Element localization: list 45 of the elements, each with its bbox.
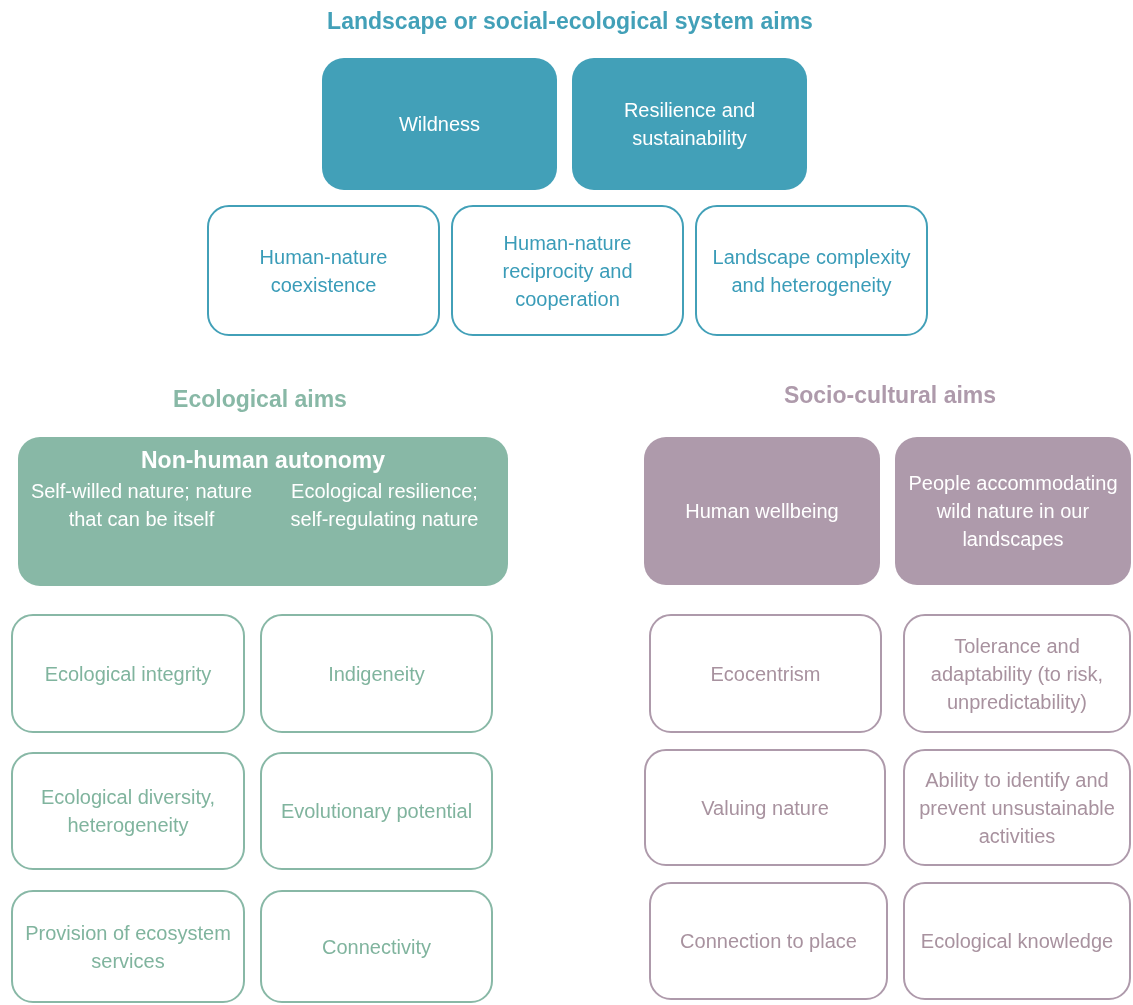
aim-outline-box <box>649 614 882 733</box>
aim-outline-box <box>644 749 886 866</box>
aim-outline-box <box>903 749 1131 866</box>
box-text: Resilience and sustainability <box>622 98 757 151</box>
aim-box <box>18 437 508 586</box>
box-text: Ecocentrism <box>710 661 821 687</box>
box-text: Tolerance and adaptability (to risk, unpredictability) <box>929 633 1105 715</box>
aim-outline-box <box>11 614 245 733</box>
aim-outline-box <box>903 882 1131 1000</box>
section-heading: Socio-cultural aims <box>782 382 998 409</box>
box-text: Wildness <box>398 112 481 137</box>
aim-outline-box <box>649 882 888 1000</box>
section-heading: Landscape or social-ecological system aims <box>326 8 814 35</box>
aim-box <box>644 437 880 585</box>
box-text: Human-nature coexistence <box>258 244 389 298</box>
box-text: Human wellbeing <box>685 499 839 524</box>
box-text: Valuing nature <box>701 795 829 821</box>
box-text: Ecological integrity <box>44 661 212 687</box>
aim-box <box>572 58 807 190</box>
box-text: Connection to place <box>680 929 857 954</box>
section-heading: Ecological aims <box>172 386 348 413</box>
box-text: Ecological knowledge <box>920 929 1114 954</box>
box-text: People accommodating wild nature in our landscapes <box>907 471 1119 552</box>
aim-outline-box <box>11 890 245 1003</box>
aim-outline-box <box>260 890 493 1003</box>
box-text: Self-willed nature; nature that can be itself <box>30 479 253 532</box>
aim-outline-box <box>207 205 440 336</box>
aim-outline-box <box>11 752 245 870</box>
box-text: Provision of ecosystem services <box>25 920 231 974</box>
aim-outline-box <box>260 614 493 733</box>
aim-box <box>322 58 557 190</box>
box-heading: Non-human autonomy <box>140 446 385 475</box>
aim-outline-box <box>903 614 1131 733</box>
box-text: Connectivity <box>322 934 431 960</box>
aim-outline-box <box>695 205 928 336</box>
box-text: Ability to identify and prevent unsustainable activities <box>918 767 1116 849</box>
aim-outline-box <box>260 752 493 870</box>
box-text: Evolutionary potential <box>280 799 473 824</box>
aim-box <box>895 437 1131 585</box>
box-text: Human-nature reciprocity and cooperation <box>501 230 634 312</box>
aim-outline-box <box>451 205 684 336</box>
box-text: Ecological resilience; self-regulating nature <box>289 479 480 532</box>
box-text: Ecological diversity, heterogeneity <box>39 785 217 838</box>
box-text: Landscape complexity and heterogeneity <box>711 244 912 298</box>
box-text: Indigeneity <box>328 661 425 687</box>
